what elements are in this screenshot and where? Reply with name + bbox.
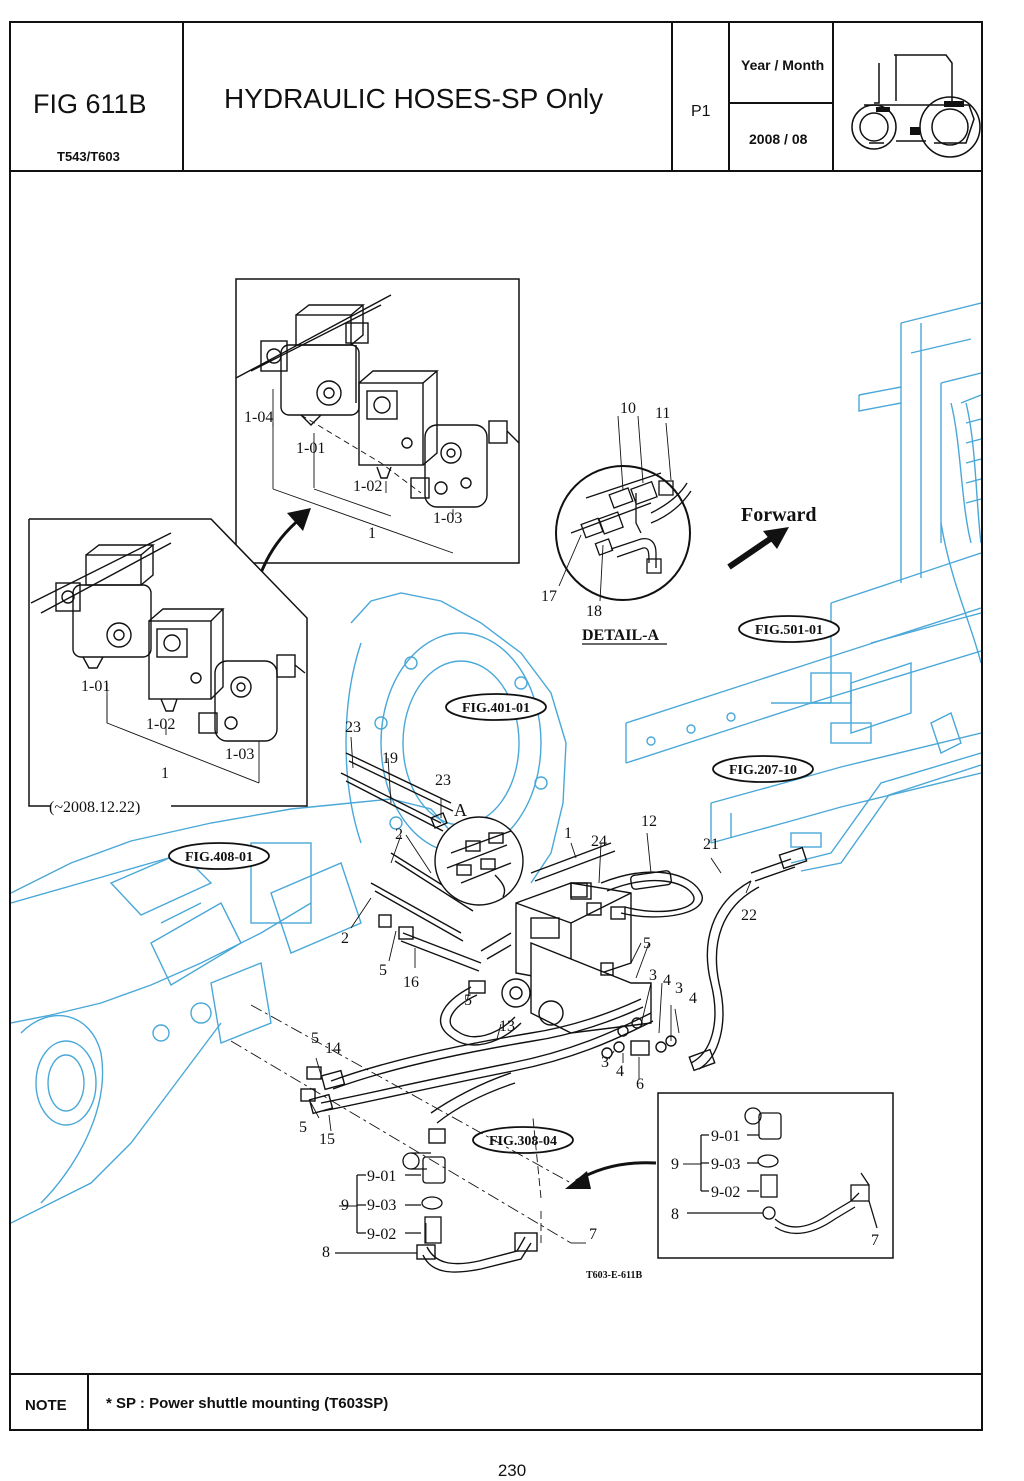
inset-left-valve: 1-01 1-02 1-03 1 (~2008.12.22) (28, 518, 308, 816)
callout-label: 5 (299, 1119, 307, 1136)
fig-code: FIG 611B (33, 89, 147, 119)
callout-label: 4 (616, 1063, 624, 1080)
model-list: T543/T603 (57, 149, 120, 164)
inset-top-label: 1-02 (353, 478, 382, 495)
callout-label: 24 (591, 833, 607, 850)
callout-label: 23 (345, 719, 361, 736)
header: FIG 611B T543/T603 HYDRAULIC HOSES-SP On… (11, 23, 981, 172)
page-number: 230 (497, 1461, 527, 1480)
inset-right-fitting: 9-01 9-03 9-02 9 8 7 (657, 1092, 894, 1259)
year-month-value: 2008 / 08 (749, 131, 808, 147)
callout-label: 2 (341, 930, 349, 947)
fig-ref-308: FIG.308-04 (489, 1134, 557, 1149)
year-month-label: Year / Month (741, 57, 825, 73)
callout-label: 13 (499, 1018, 515, 1035)
detail-a-label: 18 (586, 603, 602, 620)
inset-right-label: 7 (871, 1232, 879, 1249)
callout-label: 3 (675, 980, 683, 997)
detail-a: 10 11 17 18 DETAIL-A (541, 400, 692, 645)
callout-label: 5 (643, 935, 651, 952)
callout-label: 15 (319, 1131, 335, 1148)
callout-label: 3 (601, 1054, 609, 1071)
callout-label: 12 (641, 813, 657, 830)
callout-label: 4 (689, 990, 697, 1007)
callout-label: 21 (703, 836, 719, 853)
fig-ref-207: FIG.207-10 (729, 763, 797, 778)
inset-top-label: 1-03 (433, 510, 462, 527)
callout-label: 3 (649, 967, 657, 984)
hydraulic-assembly (300, 752, 808, 1273)
tractor-thumbnail-icon (851, 54, 981, 158)
callout-label: 23 (435, 772, 451, 789)
inset-right-label: 8 (671, 1206, 679, 1223)
year-month-divider (730, 102, 832, 104)
lower-label: 9-03 (367, 1197, 396, 1214)
detail-a-caption: DETAIL-A (582, 627, 659, 644)
fig-ref-401: FIG.401-01 (462, 701, 530, 716)
callout-label: 5 (464, 992, 472, 1009)
callout-label: A (454, 800, 467, 820)
inset-right-label: 9 (671, 1156, 679, 1173)
inset-top-label: 1-01 (296, 440, 325, 457)
lower-fitting-assembly: 9-01 9-03 9-02 9 8 7 T603-E-611B (322, 1152, 642, 1281)
inset-left-label: 1-01 (81, 678, 110, 695)
inset-top-valve: 1-04 1-01 1-02 1-03 1 (235, 278, 520, 564)
inset-right-label: 9-02 (711, 1184, 740, 1201)
forward-arrow-icon: Forward (727, 504, 817, 570)
year-month-cell (730, 23, 834, 170)
callout-label: 14 (325, 1040, 341, 1057)
inset-right-label: 9-03 (711, 1156, 740, 1173)
inset-top-label: 1-04 (244, 409, 273, 426)
detail-a-label: 17 (541, 588, 557, 605)
note-row: NOTE * SP : Power shuttle mounting (T603… (11, 1373, 981, 1431)
fig-ref-408: FIG.408-01 (185, 850, 253, 865)
lower-label: 9-01 (367, 1168, 396, 1185)
exploded-diagram: 1-04 1-01 1-02 1-03 1 (11, 278, 981, 1281)
callout-label: 6 (636, 1076, 644, 1093)
inset-right-label: 9-01 (711, 1128, 740, 1145)
inset-left-label: 1-03 (225, 746, 254, 763)
callout-label: 5 (311, 1030, 319, 1047)
inset-left-date-note: (~2008.12.22) (49, 799, 140, 816)
callout-label: 19 (382, 750, 398, 767)
callout-label: 4 (663, 972, 671, 989)
callout-label: 5 (379, 962, 387, 979)
detail-a-label: 11 (655, 405, 670, 422)
note-label: NOTE (25, 1397, 67, 1414)
note-divider (87, 1375, 89, 1431)
forward-label: Forward (741, 504, 817, 526)
inset-arrow-icon (565, 1161, 657, 1189)
note-text: * SP : Power shuttle mounting (T603SP) (106, 1395, 389, 1412)
detail-a-label: 10 (620, 400, 636, 417)
page-code: P1 (691, 103, 711, 120)
page-code-cell (673, 23, 730, 170)
lower-label: 7 (589, 1226, 597, 1243)
callout-label: 16 (403, 974, 419, 991)
fig-ref-501: FIG.501-01 (755, 623, 823, 638)
fig-cell (11, 23, 184, 170)
callout-label: 22 (741, 907, 757, 924)
lower-label: 9 (341, 1197, 349, 1214)
callout-label: 1 (564, 825, 572, 842)
callout-numbers: 23 19 23 A 2 2 1 24 12 21 22 5 16 5 13 5… (299, 719, 757, 1148)
lower-label: 9-02 (367, 1226, 396, 1243)
leader-lines (230, 736, 752, 1244)
drawing-code: T603-E-611B (586, 1270, 642, 1281)
inset-top-label: 1 (368, 525, 376, 542)
title-cell (184, 23, 673, 170)
inset-left-label: 1-02 (146, 716, 175, 733)
inset-left-label: 1 (161, 765, 169, 782)
callout-label: 2 (395, 826, 403, 843)
page-title: HYDRAULIC HOSES-SP Only (224, 83, 604, 114)
figure-references: FIG.501-01 FIG.401-01 FIG.207-10 FIG.408… (168, 615, 840, 1154)
parts-sheet: FIG 611B T543/T603 HYDRAULIC HOSES-SP On… (9, 21, 983, 1431)
lower-label: 8 (322, 1244, 330, 1261)
